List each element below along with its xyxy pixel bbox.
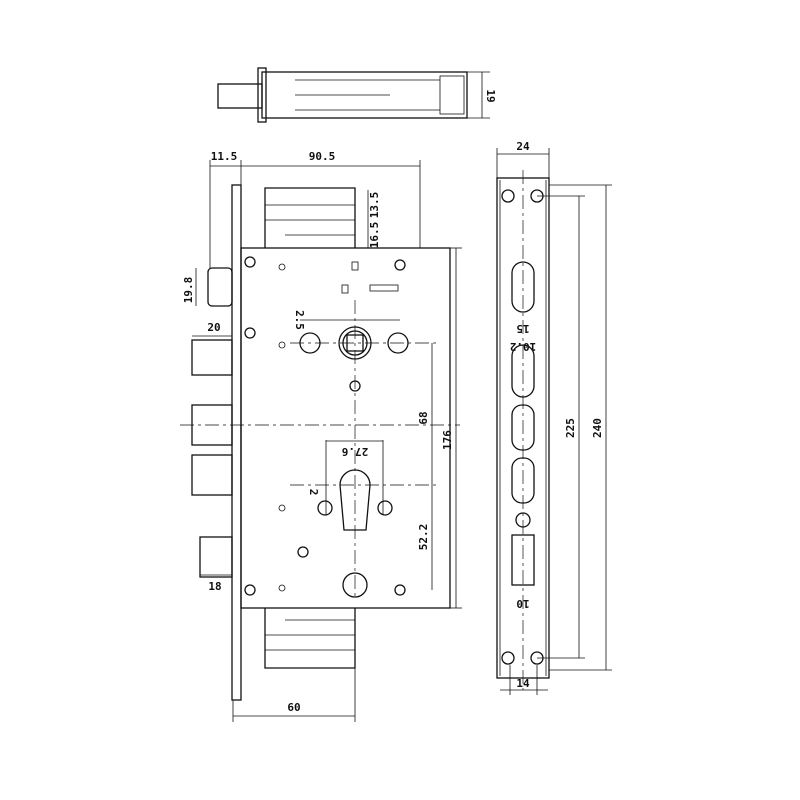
lock-body-view: 11.5 90.5 13.5 16.5 19.8 20 2.5 27.6 2 6… [180,150,462,722]
screw-icons [244,256,406,596]
body-height-dim: 176 [441,430,454,450]
faceplate-width-dim: 24 [516,140,530,153]
bolt-projection-dim: 20 [207,321,220,334]
bottom-width-dim: 14 [516,677,530,690]
finger-lower-dim: 16.5 [368,222,381,249]
top-view: 19 [217,67,497,123]
hole-spacing-dim: 225 [564,418,577,438]
centre-distance-dim: 68 [417,411,430,424]
faceplate-length-dim: 240 [591,418,604,438]
slot-width-2-dim: 10.2 [510,340,537,353]
backset-dim: 60 [287,701,300,714]
slot-width-dim: 15 [516,322,529,335]
finger-upper-dim: 13.5 [368,192,381,219]
latch-height-dim: 19.8 [182,277,195,304]
faceplate-view: 24 15 10.2 10 225 240 14 [496,140,612,695]
body-width-dim: 90.5 [309,150,336,163]
top-view-height-dim: 19 [484,89,497,102]
lower-slot-dim: 10 [516,597,529,610]
cylinder-width-dim: 27.6 [341,445,368,458]
latch-offset-dim: 11.5 [211,150,238,163]
bottom-bolt-dim: 18 [208,580,221,593]
spindle-offset-dim: 2.5 [293,310,306,330]
cylinder-offset-dim: 2 [307,489,320,496]
cylinder-to-bottom-dim: 52.2 [417,524,430,551]
